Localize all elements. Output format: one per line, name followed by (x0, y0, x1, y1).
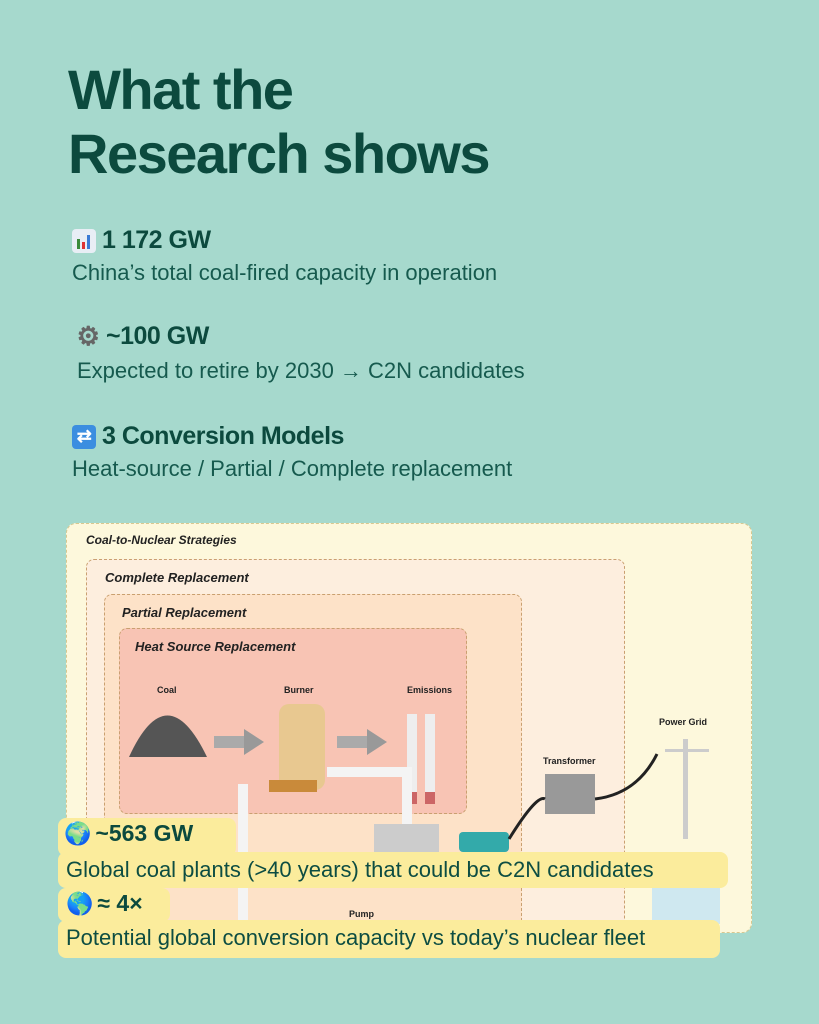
page-title: What the Research shows (68, 58, 490, 186)
highlight-bar (58, 818, 236, 856)
power-pole-icon (683, 739, 688, 839)
heat-label: Heat Source Replacement (135, 639, 296, 654)
arrow-icon (337, 736, 367, 748)
overlay-stat-global: 🌍 ~563 GW (64, 820, 193, 847)
turbine-icon (374, 824, 439, 854)
pump-label: Pump (349, 909, 375, 919)
stat-description: Potential global conversion capacity vs … (66, 925, 646, 950)
repeat-icon: ⇄ (72, 424, 96, 449)
complete-label: Complete Replacement (105, 570, 249, 585)
globe-icon: 🌍 (64, 820, 92, 846)
power-grid-label: Power Grid (659, 717, 708, 727)
stat-value: 3 Conversion Models (102, 422, 344, 450)
stat-description: Expected to retire by 2030 → C2N candida… (77, 358, 525, 383)
stat-description: Heat-source / Partial / Complete replace… (72, 456, 513, 481)
stat-value: ~100 GW (106, 322, 209, 350)
stat-value: ≈ 4× (97, 890, 143, 916)
bar-chart-icon (72, 228, 96, 253)
stat-description: Global coal plants (>40 years) that coul… (66, 857, 654, 882)
stat-value: ~563 GW (95, 820, 194, 846)
generator-icon (459, 832, 509, 852)
burner-icon (279, 704, 325, 790)
overlay-stat-ratio: 🌎 ≈ 4× (66, 890, 143, 917)
globe-icon: 🌎 (66, 890, 94, 916)
stat-retire: ⚙ ~100 GW (76, 321, 210, 351)
highlight-bar (58, 920, 720, 958)
coal-pile-icon (129, 715, 207, 757)
stat-value: 1 172 GW (102, 226, 211, 254)
arrow-icon (214, 736, 244, 748)
burner-label: Burner (284, 685, 314, 695)
diagram-title: Coal-to-Nuclear Strategies (86, 533, 237, 547)
transformer-label: Transformer (543, 756, 596, 766)
coal-label: Coal (157, 685, 177, 695)
stat-capacity: 1 172 GW (72, 226, 211, 255)
title-line-2: Research shows (68, 122, 490, 185)
stat-models: ⇄ 3 Conversion Models (72, 422, 344, 451)
highlight-bar (58, 852, 728, 888)
emissions-label: Emissions (407, 685, 453, 695)
highlight-bar (58, 888, 170, 922)
title-line-1: What the (68, 58, 294, 121)
gear-icon: ⚙ (76, 321, 100, 351)
stat-description: China’s total coal-fired capacity in ope… (72, 260, 498, 285)
chimney-icon (407, 714, 417, 804)
transformer-icon (545, 774, 595, 814)
partial-label: Partial Replacement (122, 605, 247, 620)
